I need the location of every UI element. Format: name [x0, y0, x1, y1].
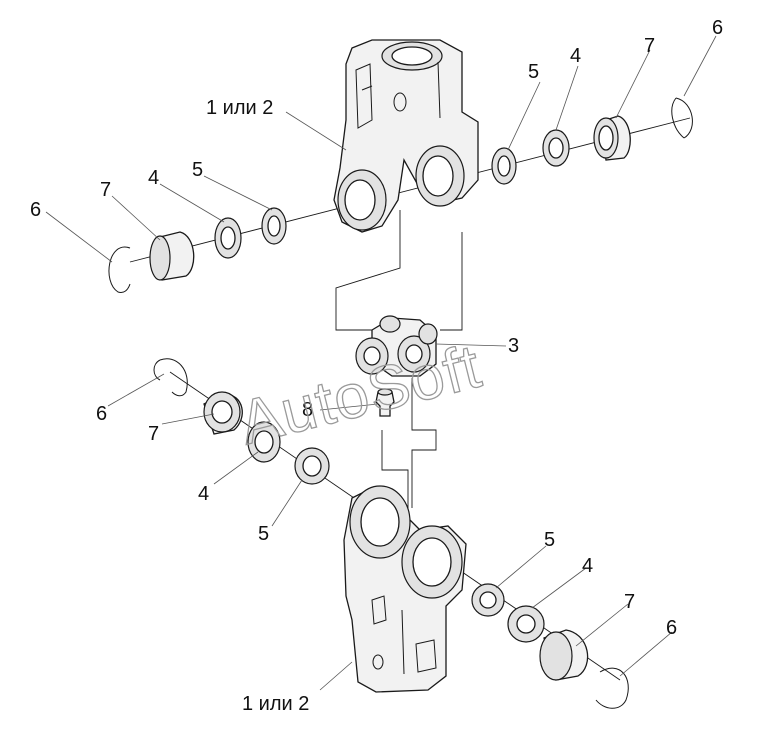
callout-labels: 1 или 2 1 или 2 5 4 7 6 6 7 4 5 6 7 4 5 …: [30, 17, 723, 715]
lower-right-parts: [471, 583, 629, 709]
label-cup-ul: 7: [100, 179, 111, 201]
label-cup-lr: 7: [624, 591, 635, 613]
label-cup-ur: 7: [644, 35, 655, 57]
label-seal-ur: 4: [570, 45, 581, 67]
label-snapring-ul: 6: [30, 199, 41, 221]
label-washer-ur: 5: [528, 61, 539, 83]
label-seal-ul: 4: [148, 167, 159, 189]
upper-yoke: [333, 39, 479, 233]
label-cup-ll: 7: [148, 423, 159, 445]
label-seal-lr: 4: [582, 555, 593, 577]
spider-cross: [355, 315, 438, 377]
lower-yoke: [343, 485, 467, 693]
label-fitting: 8: [302, 399, 313, 421]
label-washer-lr: 5: [544, 529, 555, 551]
leader-lines: [45, 35, 717, 691]
upper-right-parts: [491, 97, 693, 185]
lower-left-parts: [153, 358, 330, 485]
label-washer-ll: 5: [258, 523, 269, 545]
label-yoke-upper: 1 или 2: [206, 97, 273, 119]
label-snapring-ur: 6: [712, 17, 723, 39]
grease-fitting: [375, 388, 395, 417]
label-cross: 3: [508, 335, 519, 357]
label-snapring-ll: 6: [96, 403, 107, 425]
label-yoke-lower: 1 или 2: [242, 693, 309, 715]
label-washer-ul: 5: [192, 159, 203, 181]
label-snapring-lr: 6: [666, 617, 677, 639]
upper-left-parts: [108, 207, 287, 293]
label-seal-ll: 4: [198, 483, 209, 505]
